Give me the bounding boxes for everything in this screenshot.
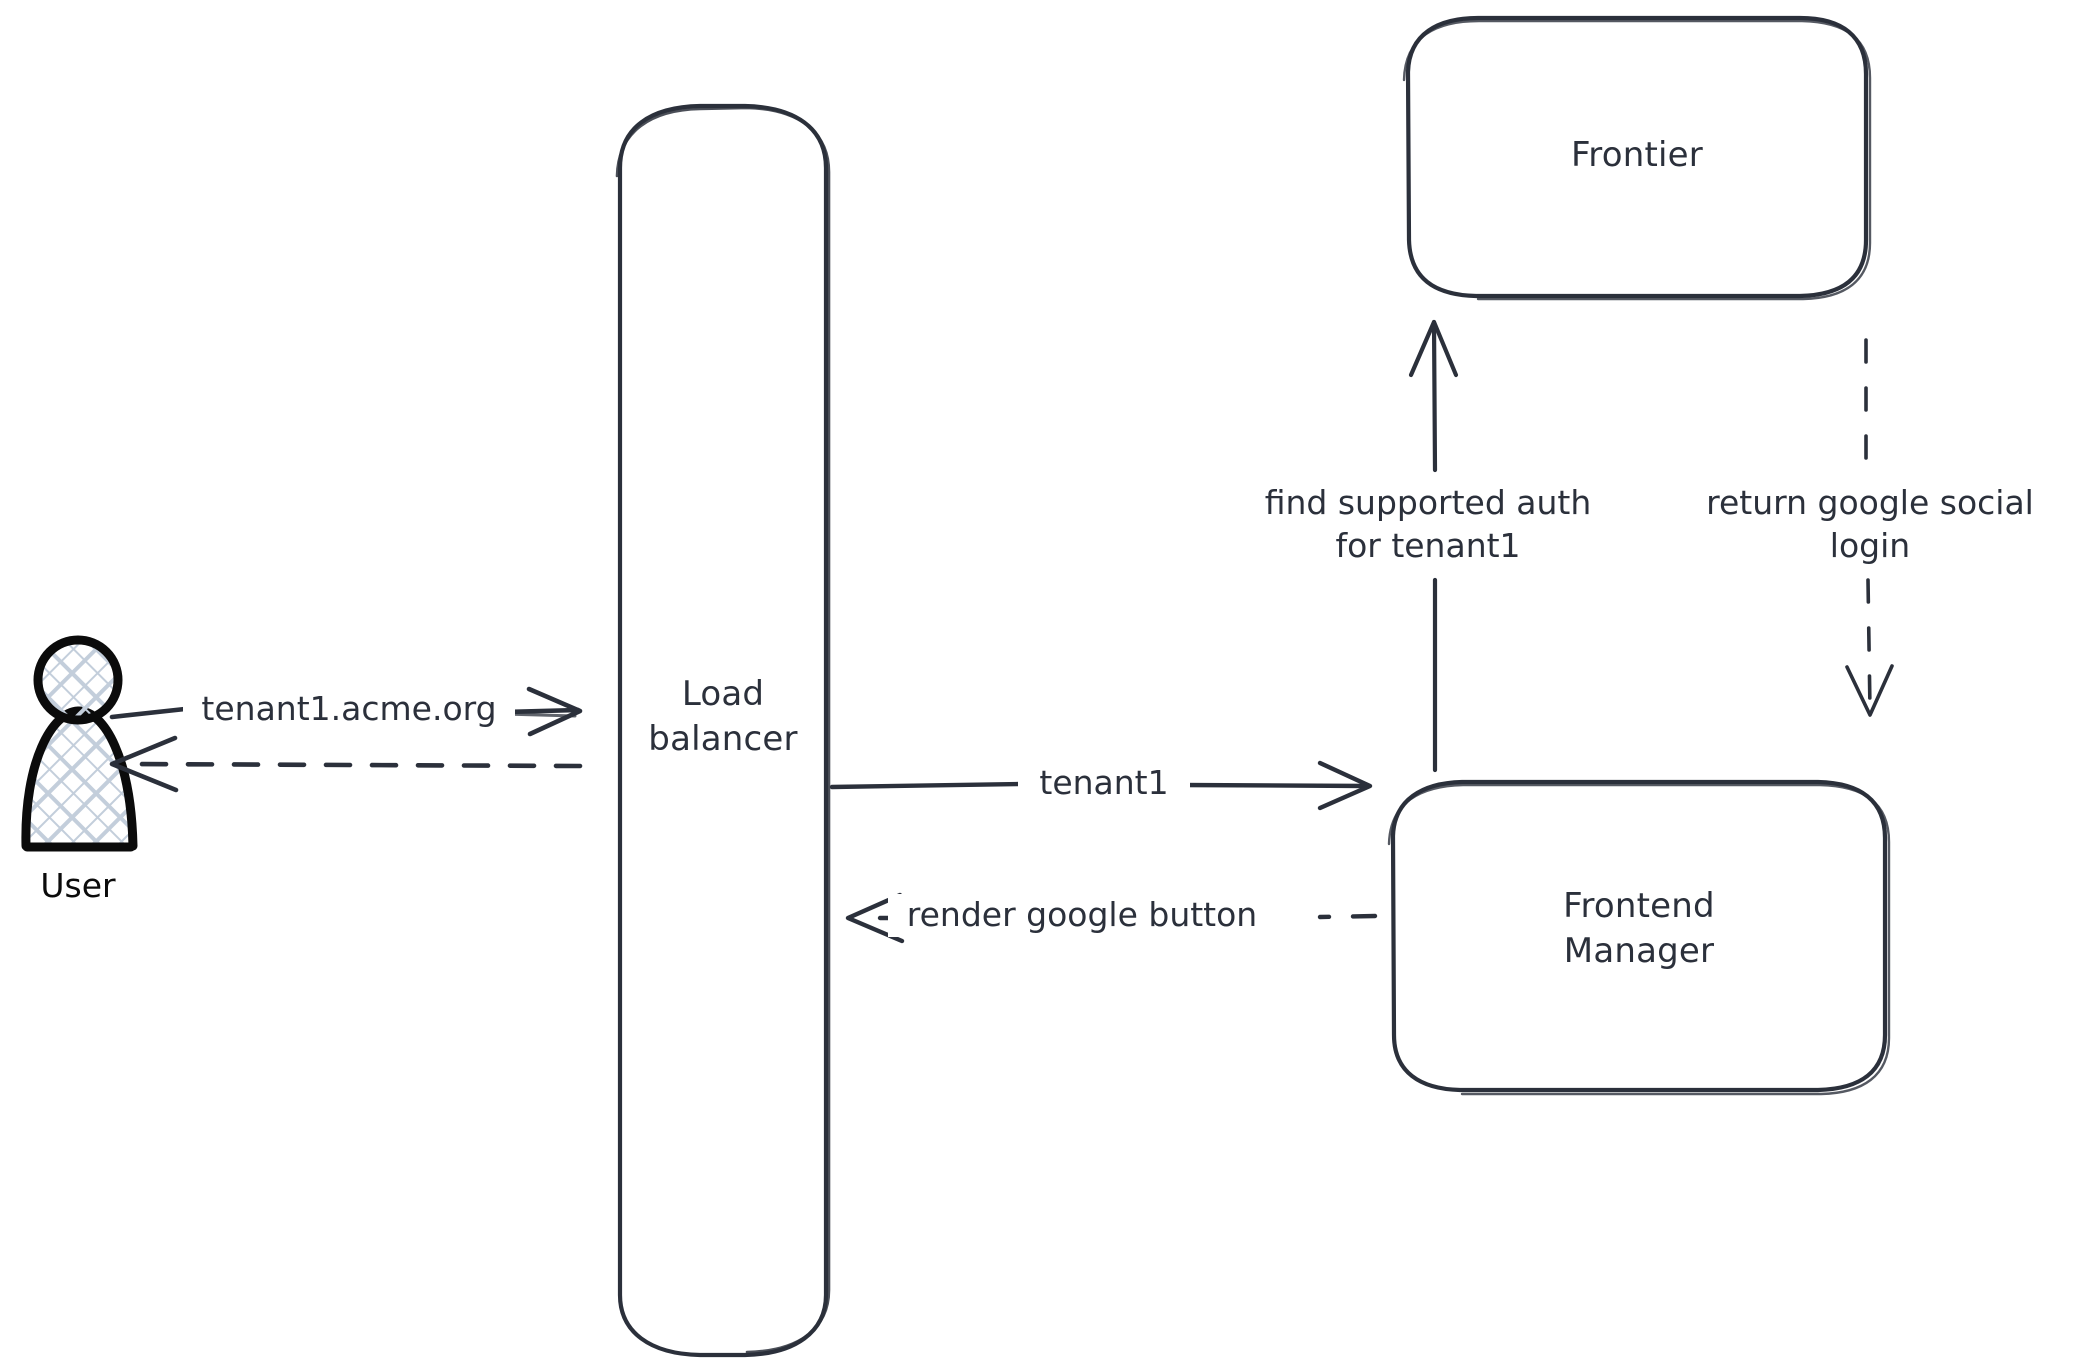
user-actor-label: User bbox=[40, 866, 116, 905]
edge-lb-to-fm bbox=[829, 760, 1373, 811]
edge-fm-to-frontier bbox=[1408, 319, 1459, 773]
frontier-shape[interactable] bbox=[1402, 15, 1872, 301]
edge-frontier-to-fm bbox=[1845, 338, 1894, 717]
edge-fm-to-lb bbox=[845, 892, 1378, 944]
load-balancer-shape[interactable] bbox=[615, 103, 831, 1358]
frontend-manager-shape[interactable] bbox=[1387, 779, 1891, 1096]
user-actor-icon bbox=[21, 635, 138, 852]
edge-lb-to-user bbox=[109, 735, 583, 793]
edge-user-to-lb bbox=[109, 686, 583, 737]
